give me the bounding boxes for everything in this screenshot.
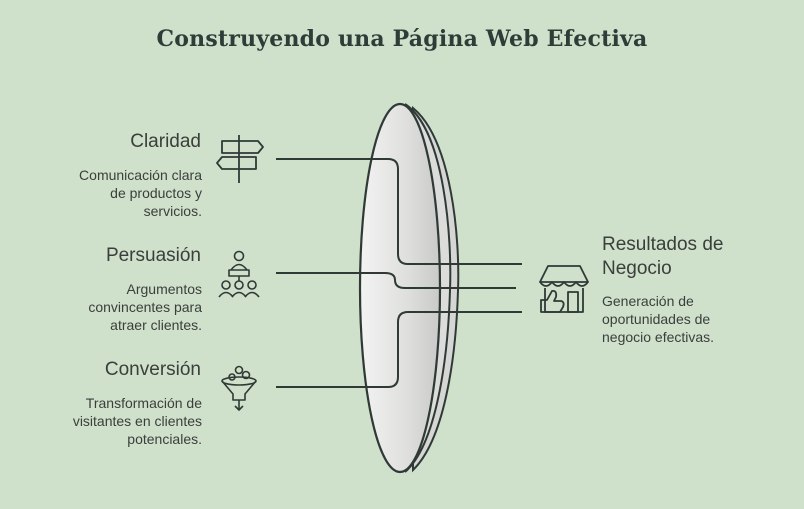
audience-presenter-icon — [218, 250, 260, 298]
signpost-icon — [216, 135, 264, 183]
claridad-title: Claridad — [130, 131, 201, 152]
connector-claridad — [276, 158, 522, 265]
conversion-title: Conversión — [104, 359, 201, 380]
page-title: Construyendo una Página Web Efectiva — [156, 26, 648, 52]
connector-conversion — [276, 311, 522, 388]
store-thumbs-up-icon — [539, 265, 589, 313]
persuasion-title: Persuasión — [105, 245, 201, 266]
connector-persuasion — [276, 272, 516, 289]
persuasion-description: Argumentos convincentes para atraer clie… — [88, 281, 202, 333]
conversion-description: Transformación de visitantes en clientes… — [72, 395, 202, 447]
resultados-title: Resultados de Negocio — [602, 234, 724, 279]
resultados-description: Generación de oportunidades de negocio e… — [602, 293, 715, 345]
claridad-description: Comunicación clara de productos y servic… — [79, 167, 202, 219]
funnel-icon — [221, 365, 257, 411]
